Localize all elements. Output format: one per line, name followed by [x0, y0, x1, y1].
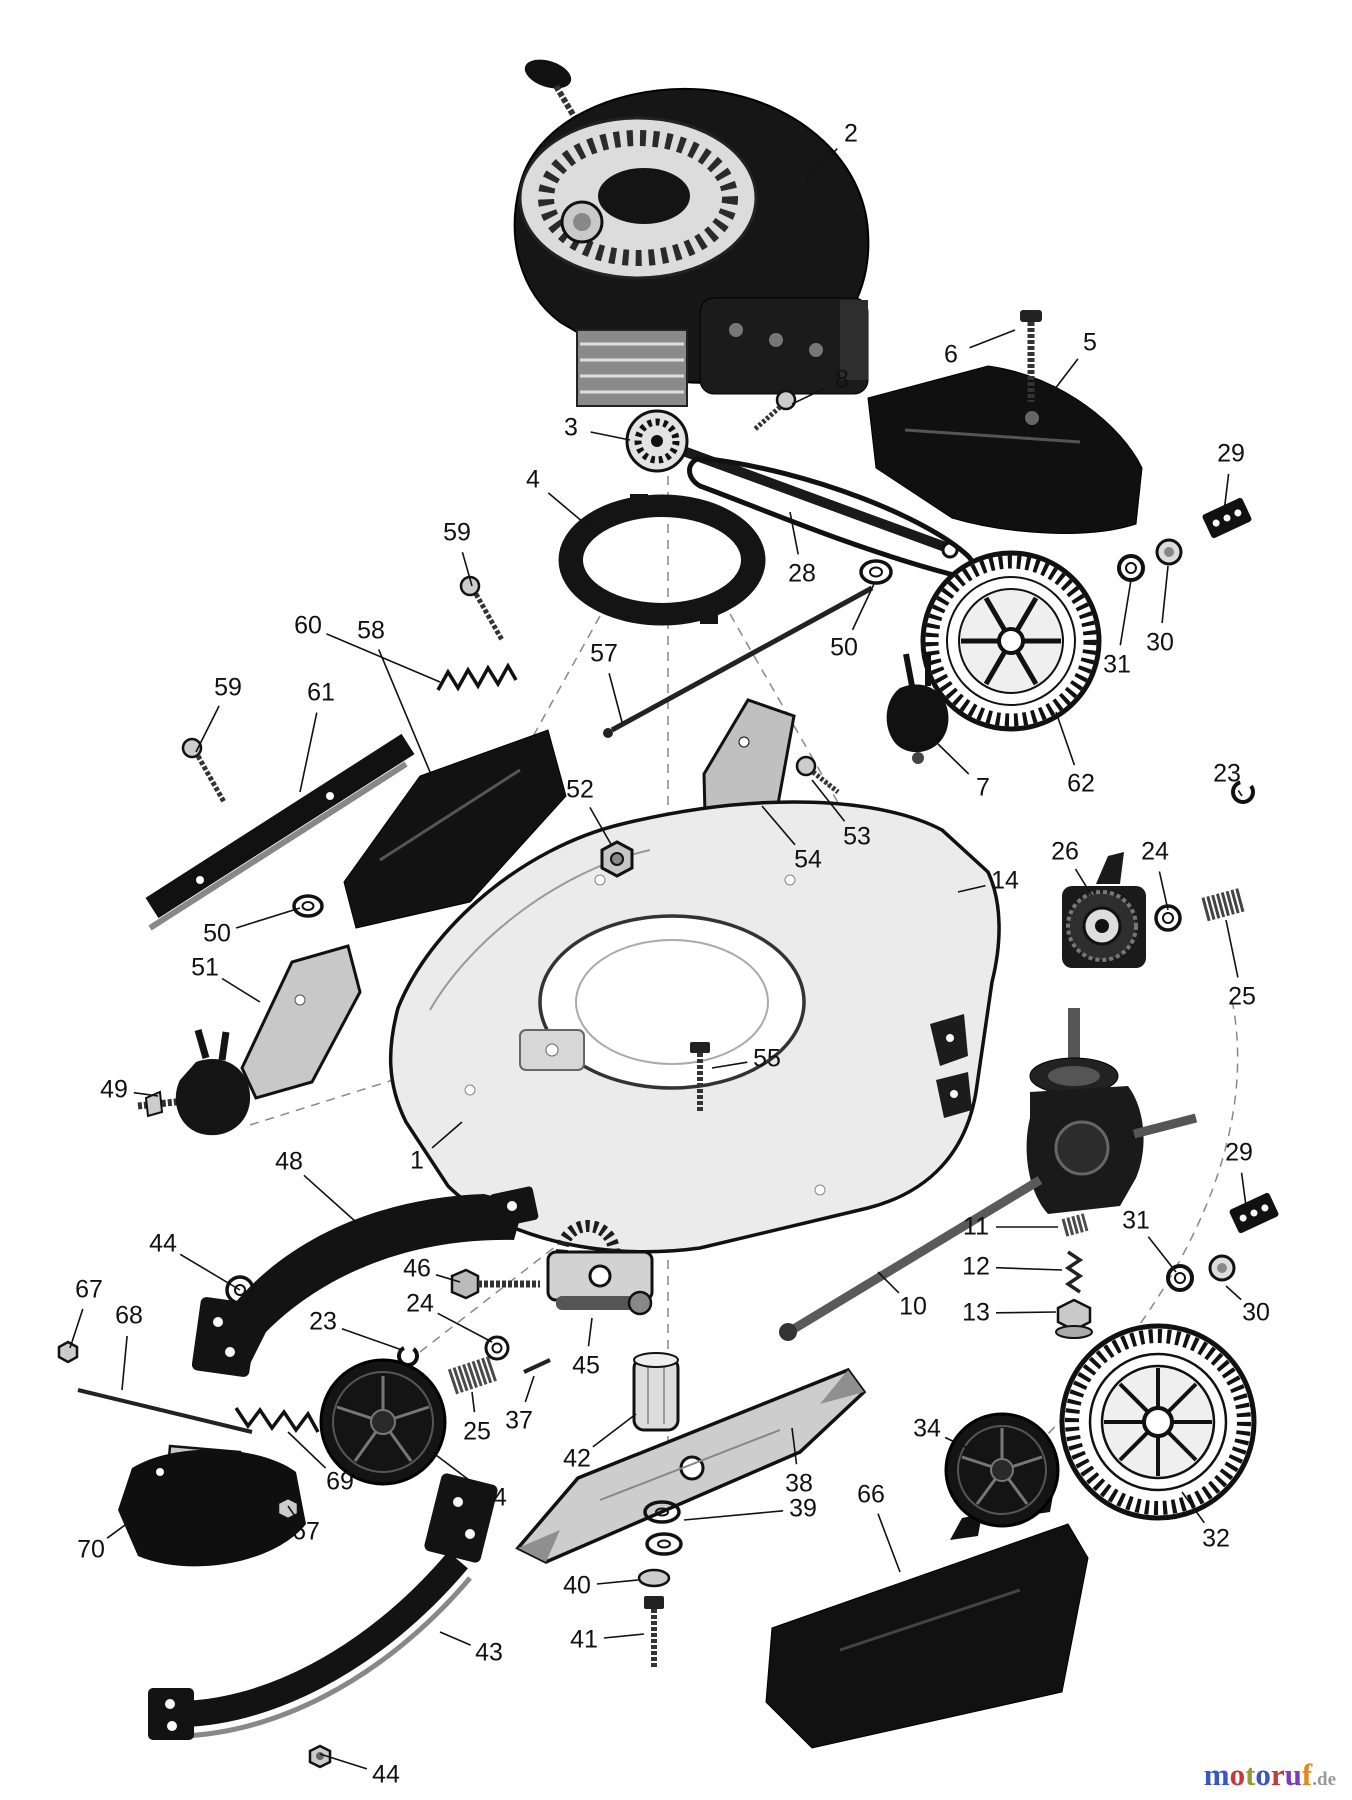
engine [513, 59, 870, 407]
wheel-cover-left [319, 1358, 447, 1486]
coupling-25-right [1201, 888, 1245, 922]
drive-lever-7 [886, 652, 949, 764]
gear-case-26 [1062, 852, 1146, 968]
grip-70 [118, 1449, 306, 1567]
flange-nut-13 [1055, 1298, 1093, 1339]
screw-8 [752, 389, 797, 432]
washer-31-top [1117, 554, 1145, 582]
pin-37 [523, 1358, 551, 1374]
wheel-lower-right [1059, 1323, 1257, 1521]
handle-bracket-48 [191, 1186, 539, 1377]
axle-rod-57 [603, 585, 874, 738]
washer-24-left [484, 1335, 510, 1361]
logo-letter: f [1301, 1757, 1313, 1792]
spring-12 [1064, 1250, 1084, 1294]
nut-30-top [1155, 538, 1183, 566]
logo-letter: o [1229, 1757, 1246, 1792]
mower-deck [388, 800, 1001, 1254]
motoruf-logo: motoruf.de [1204, 1759, 1336, 1790]
blower-ring [558, 494, 766, 626]
bolt-59-top [459, 575, 505, 642]
nut-67-lower [276, 1496, 300, 1521]
clip-29-top [1202, 497, 1252, 539]
bushing-11 [1061, 1213, 1089, 1237]
blade-bolt-40-41 [637, 1568, 671, 1668]
blade-38 [515, 1367, 867, 1564]
washer-44-upper [225, 1275, 255, 1305]
axle-45 [556, 1290, 653, 1316]
front-skirt-43 [148, 1473, 498, 1740]
bolt-55 [690, 1042, 710, 1112]
washer-31-lower [1166, 1264, 1194, 1292]
bolt-59-left [181, 737, 227, 804]
bolt-46 [450, 1268, 540, 1300]
bolt-6 [1020, 310, 1042, 402]
drive-belt [687, 455, 976, 578]
nut-30-lower [1208, 1254, 1236, 1282]
logo-letter: u [1284, 1757, 1302, 1792]
washer-24-right [1154, 904, 1182, 932]
rod-68 [77, 1388, 253, 1434]
transmission [779, 1008, 1198, 1341]
nut-67-upper [57, 1340, 79, 1364]
nut-44-bottom [308, 1744, 332, 1769]
wheel-cover-right [944, 1412, 1060, 1528]
spring-60 [436, 662, 518, 692]
logo-letter: o [1255, 1757, 1271, 1792]
engine-cylinder [576, 329, 688, 407]
wheel-upper-right [920, 550, 1102, 732]
clip-23-right [1231, 780, 1255, 804]
drive-small-parts [1055, 1213, 1093, 1339]
handle-rail-61 [145, 733, 415, 931]
washer-50-right [859, 559, 893, 585]
pinion-25-left [447, 1355, 499, 1395]
screw-53 [795, 755, 840, 794]
hex-bolt-52 [600, 840, 634, 878]
washer-50-left [292, 894, 324, 918]
mulch-cover-66 [765, 1490, 1089, 1749]
belt-cover [867, 365, 1143, 534]
height-adjuster-49 [137, 1029, 251, 1136]
deflector-58 [343, 729, 567, 929]
logo-letter: r [1270, 1757, 1285, 1792]
logo-letter: t [1245, 1757, 1256, 1792]
blade-washers-39 [643, 1500, 683, 1556]
blade-adapter-42 [632, 1352, 680, 1432]
leader-lines [69, 148, 1247, 1770]
wheel-adjuster-bracket [546, 1220, 654, 1302]
logo-letter: m [1203, 1757, 1230, 1792]
spring-69 [234, 1406, 320, 1434]
clip-29-lower [1229, 1192, 1279, 1234]
engine-crankcase [699, 297, 869, 395]
logo-suffix: .de [1312, 1769, 1336, 1790]
bracket-51 [240, 944, 362, 1100]
cable-adjuster [57, 1340, 320, 1567]
drive-shaft-10 [789, 1176, 1043, 1334]
pulley-brake-arm [625, 409, 959, 559]
